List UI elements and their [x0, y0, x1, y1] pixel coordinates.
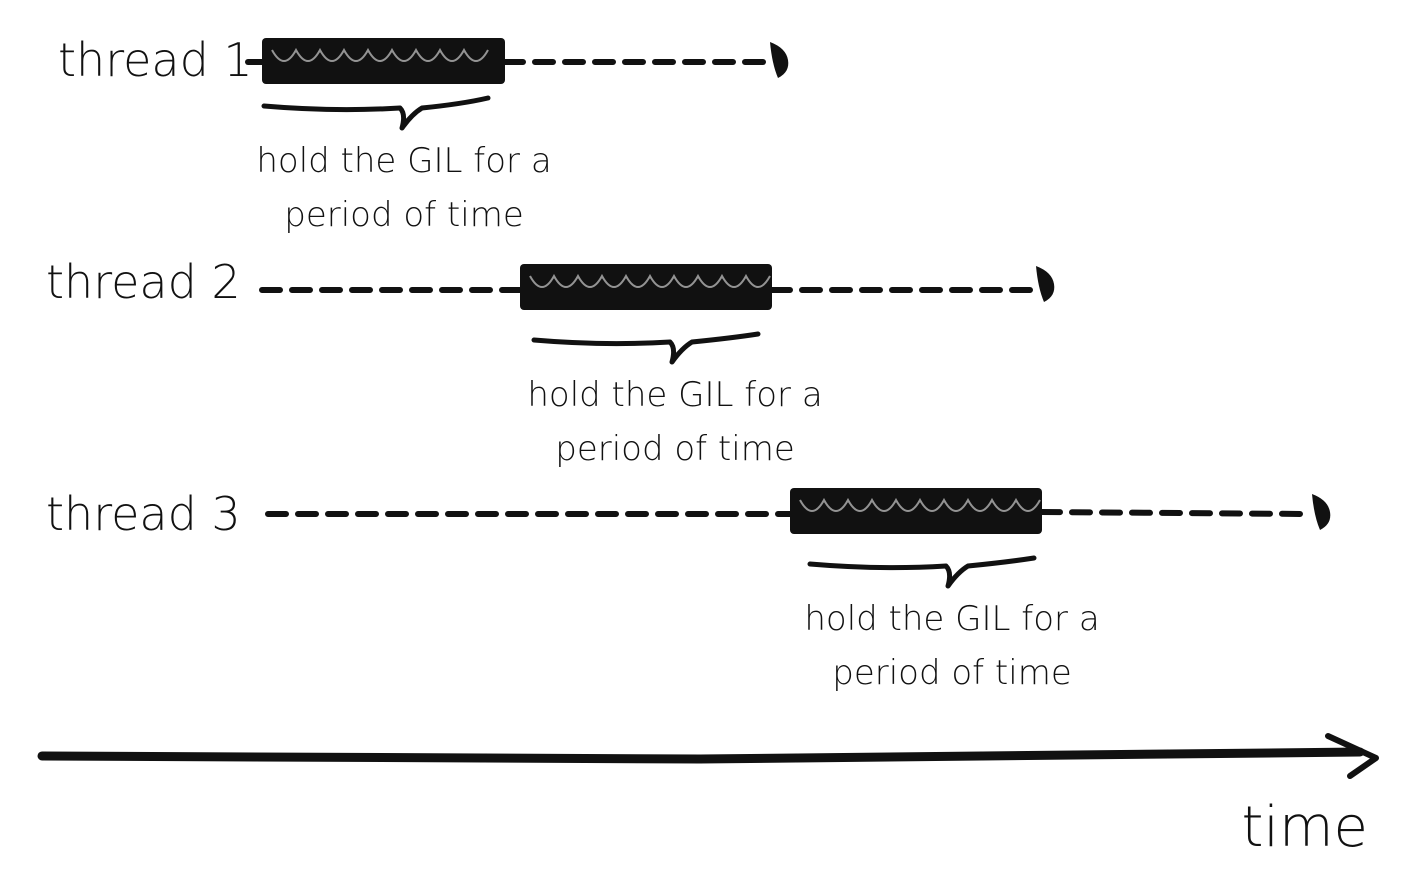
thread-1-end-cap	[770, 42, 789, 78]
thread-2-note-line-2: period of time	[555, 429, 795, 469]
thread-3-wait-line-after	[1039, 509, 1311, 517]
thread-1-note-line-2: period of time	[284, 195, 524, 235]
thread-3-gil-bar-scribble	[799, 497, 1041, 512]
thread-2-row: thread 2 hold the GIL for a period of ti…	[46, 255, 1055, 469]
thread-2-gil-bar-scribble	[529, 273, 771, 288]
thread-3-brace	[807, 555, 1037, 589]
thread-3-row: thread 3 hold the GIL for a period of ti…	[46, 487, 1331, 693]
thread-1-row: thread 1 hold the GIL for a period of ti…	[58, 33, 789, 235]
thread-3-label: thread 3	[46, 487, 241, 541]
thread-3-end-cap	[1312, 494, 1331, 530]
time-axis: time	[37, 733, 1379, 860]
thread-3-note-line-2: period of time	[832, 653, 1072, 693]
thread-2-note-line-1: hold the GIL for a	[527, 375, 822, 415]
thread-1-label: thread 1	[58, 33, 253, 87]
thread-3-note-line-1: hold the GIL for a	[804, 599, 1099, 639]
thread-3-gil-hold-bar	[790, 488, 1042, 534]
time-axis-line	[37, 747, 1365, 764]
thread-2-label: thread 2	[46, 255, 241, 309]
thread-1-note-line-1: hold the GIL for a	[256, 141, 551, 181]
thread-1-brace	[261, 95, 491, 131]
time-axis-label: time	[1241, 795, 1368, 860]
thread-2-brace	[531, 331, 761, 365]
thread-1-gil-bar-scribble	[271, 47, 489, 62]
thread-2-gil-hold-bar	[520, 264, 772, 310]
thread-2-end-cap	[1036, 266, 1055, 302]
time-axis-arrowhead	[1325, 733, 1379, 779]
